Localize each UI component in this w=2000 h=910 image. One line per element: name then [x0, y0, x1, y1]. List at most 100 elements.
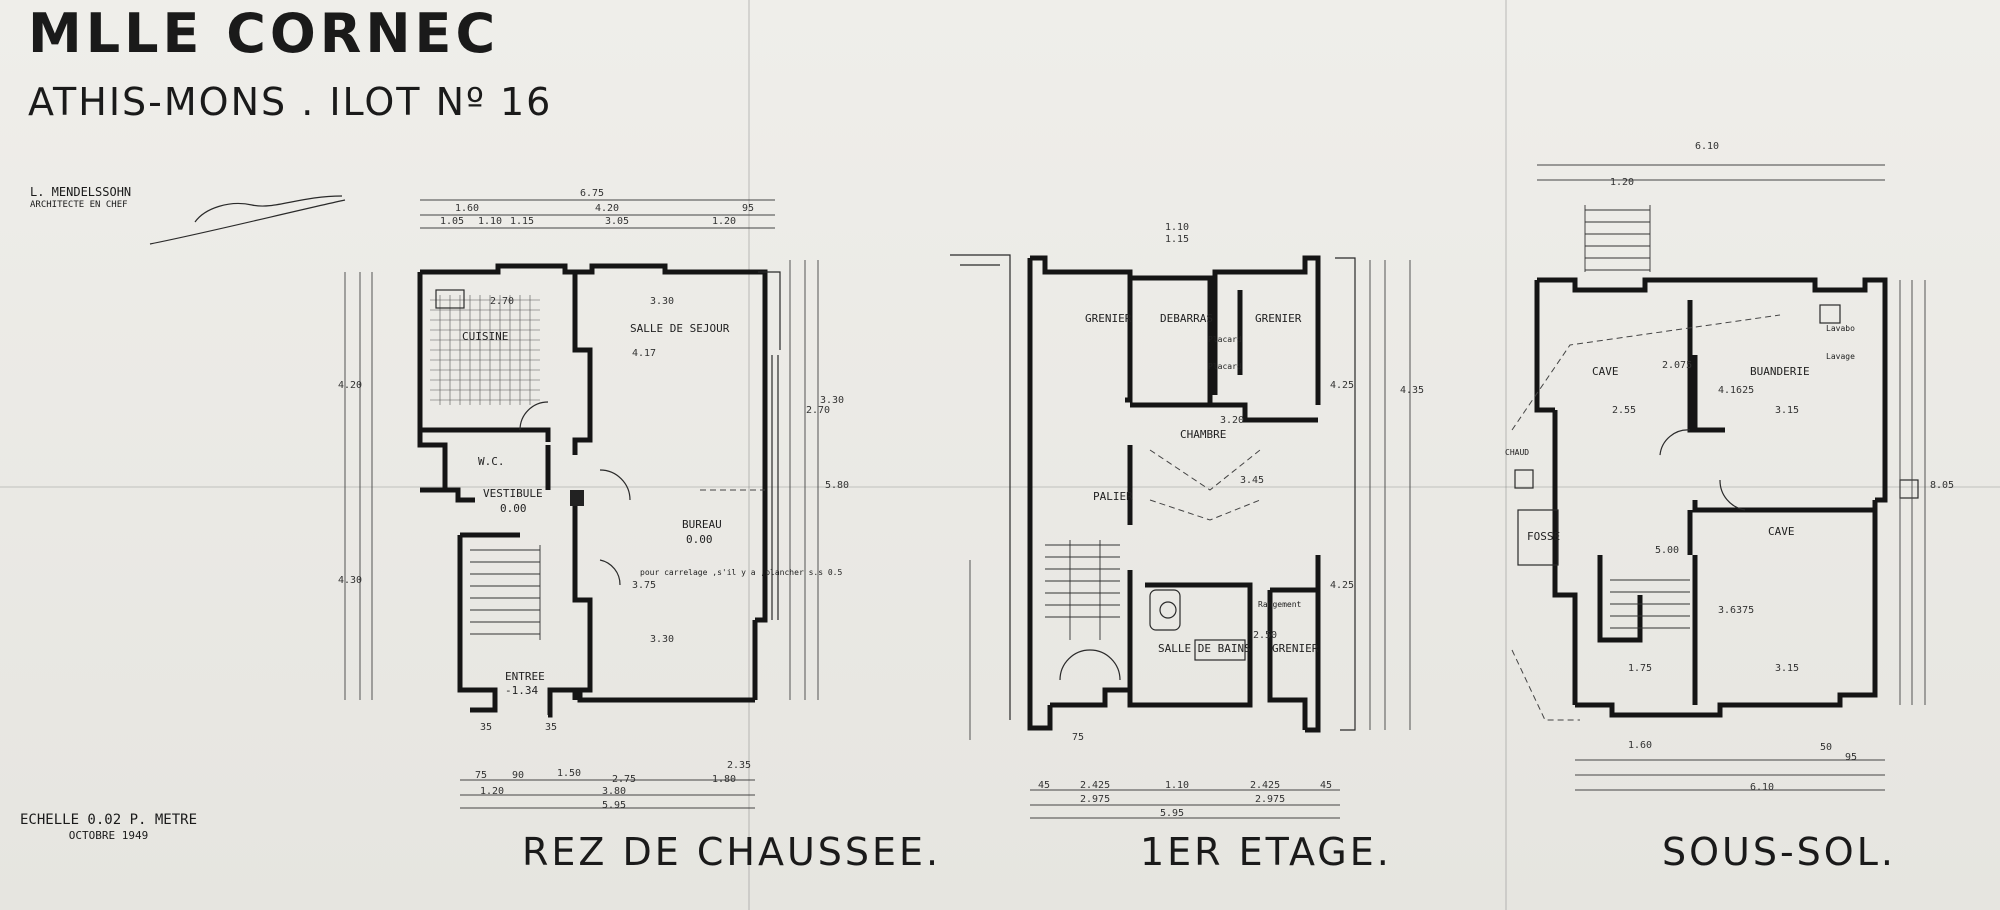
dim-label: 5.00: [1655, 545, 1680, 556]
sheet-subtitle: ATHIS-MONS . ILOT Nº 16: [28, 80, 553, 124]
room-cave-1: CAVE: [1592, 365, 1619, 378]
dim-label: 1.15: [1165, 234, 1190, 245]
plan-label-first: 1ER ETAGE.: [1140, 830, 1392, 874]
dim-label: 4.20: [338, 380, 363, 391]
dim-label: 3.30: [820, 395, 845, 406]
dim-label: 2.50: [1253, 630, 1278, 641]
dim-label: 5.95: [602, 800, 627, 811]
room-rangement: Rangement: [1258, 600, 1302, 609]
dim-label: 3.05: [605, 216, 630, 227]
room-salle-de-bains: SALLE DE BAINS: [1158, 642, 1251, 655]
dim-label: 3.6375: [1718, 605, 1755, 616]
dim-label: 2.075: [1662, 360, 1693, 371]
scale-block: ECHELLE 0.02 P. METRE OCTOBRE 1949: [20, 812, 197, 844]
dim-label: 2.975: [1080, 794, 1111, 805]
paper-fold: [0, 486, 2000, 488]
dim-label: 95: [1845, 752, 1858, 763]
room-note: pour carrelage ,s'il y a ,plancher s.s 0…: [640, 568, 843, 577]
dim-label: 8.05: [1930, 480, 1955, 491]
room-palier: PALIER: [1093, 490, 1133, 503]
room-chaudiere: CHAUD: [1505, 448, 1530, 457]
dim-label: 1.10: [478, 216, 503, 227]
dim-label: 6.75: [580, 188, 605, 199]
plan-label-basement: SOUS-SOL.: [1662, 830, 1896, 874]
dim-label: 3.30: [650, 634, 675, 645]
room-cave-2: CAVE: [1768, 525, 1795, 538]
dim-label: 1.20: [1610, 177, 1635, 188]
room-debarras: DEBARRAS: [1160, 312, 1213, 325]
dim-label: 4.25: [1330, 580, 1355, 591]
dim-label: 35: [545, 722, 558, 733]
dim-label: 4.1625: [1718, 385, 1755, 396]
dim-label: 1.75: [1628, 663, 1653, 674]
dim-label: 4.25: [1330, 380, 1355, 391]
dim-label: 2.425: [1250, 780, 1281, 791]
architect-signature: [149, 195, 346, 245]
room-bureau: BUREAU: [682, 518, 722, 531]
room-grenier-2: GRENIER: [1255, 312, 1302, 325]
room-placard-1: Placard: [1208, 335, 1242, 344]
dim-label: 2.975: [1255, 794, 1286, 805]
dim-label: 75: [475, 770, 488, 781]
dim-label: 4.30: [338, 575, 363, 586]
room-chambre: CHAMBRE: [1180, 428, 1227, 441]
room-bureau-level: 0.00: [686, 533, 713, 546]
paper-fold: [748, 0, 750, 910]
dim-label: 4.20: [595, 203, 620, 214]
dim-label: 1.80: [712, 774, 737, 785]
room-grenier-3: GRENIER: [1272, 642, 1319, 655]
dim-label: 3.15: [1775, 663, 1800, 674]
room-entree-level: -1.34: [505, 684, 539, 697]
dim-label: 75: [1072, 732, 1085, 743]
room-buanderie: BUANDERIE: [1750, 365, 1810, 378]
architect-name: L. MENDELSSOHN: [30, 185, 132, 199]
dim-label: 1.20: [480, 786, 505, 797]
dim-label: 6.10: [1695, 141, 1720, 152]
room-wc: W.C.: [478, 455, 505, 468]
room-grenier-1: GRENIER: [1085, 312, 1132, 325]
room-cuisine: CUISINE: [462, 330, 509, 343]
scale-text: ECHELLE 0.02 P. METRE: [20, 812, 198, 828]
dim-label: 1.10: [1165, 780, 1190, 791]
dim-label: 4.35: [1400, 385, 1425, 396]
dim-label: 2.70: [806, 405, 831, 416]
plan-label-ground: REZ DE CHAUSSEE.: [522, 830, 942, 874]
dim-label: 2.70: [490, 296, 515, 307]
dim-label: 3.45: [1240, 475, 1265, 486]
dim-label: 2.75: [612, 774, 637, 785]
date-text: OCTOBRE 1949: [68, 829, 149, 842]
sheet-title: MLLE CORNEC: [28, 2, 500, 65]
dim-label: 1.05: [440, 216, 465, 227]
dim-label: 1.50: [557, 768, 582, 779]
dim-label: 5.80: [825, 480, 850, 491]
dim-label: 35: [480, 722, 493, 733]
dim-label: 95: [742, 203, 755, 214]
dim-label: 1.60: [455, 203, 480, 214]
dim-label: 1.10: [1165, 222, 1190, 233]
paper-fold: [1505, 0, 1507, 910]
dim-label: 3.15: [1775, 405, 1800, 416]
dim-label: 1.60: [1628, 740, 1653, 751]
dim-label: 4.17: [632, 348, 657, 359]
room-lavabo: Lavabo: [1826, 324, 1855, 333]
dim-label: 5.95: [1160, 808, 1185, 819]
dim-label: 1.20: [712, 216, 737, 227]
dim-label: 1.15: [510, 216, 535, 227]
room-vestibule-level: 0.00: [500, 502, 527, 515]
room-entree: ENTREE: [505, 670, 545, 683]
dim-label: 50: [1820, 742, 1833, 753]
architect-role: ARCHITECTE EN CHEF: [30, 200, 128, 210]
dim-label: 3.30: [650, 296, 675, 307]
dim-label: 3.75: [632, 580, 657, 591]
dim-label: 6.10: [1750, 782, 1775, 793]
room-placard-2: Placard: [1208, 362, 1242, 371]
dim-label: 3.80: [602, 786, 627, 797]
room-fosse: FOSSE: [1527, 530, 1561, 543]
room-salle-de-sejour: SALLE DE SEJOUR: [630, 322, 730, 335]
first-floor-plan: [950, 254, 1411, 819]
dim-label: 2.35: [727, 760, 752, 771]
dim-label: 3.20: [1220, 415, 1245, 426]
dim-label: 45: [1320, 780, 1333, 791]
